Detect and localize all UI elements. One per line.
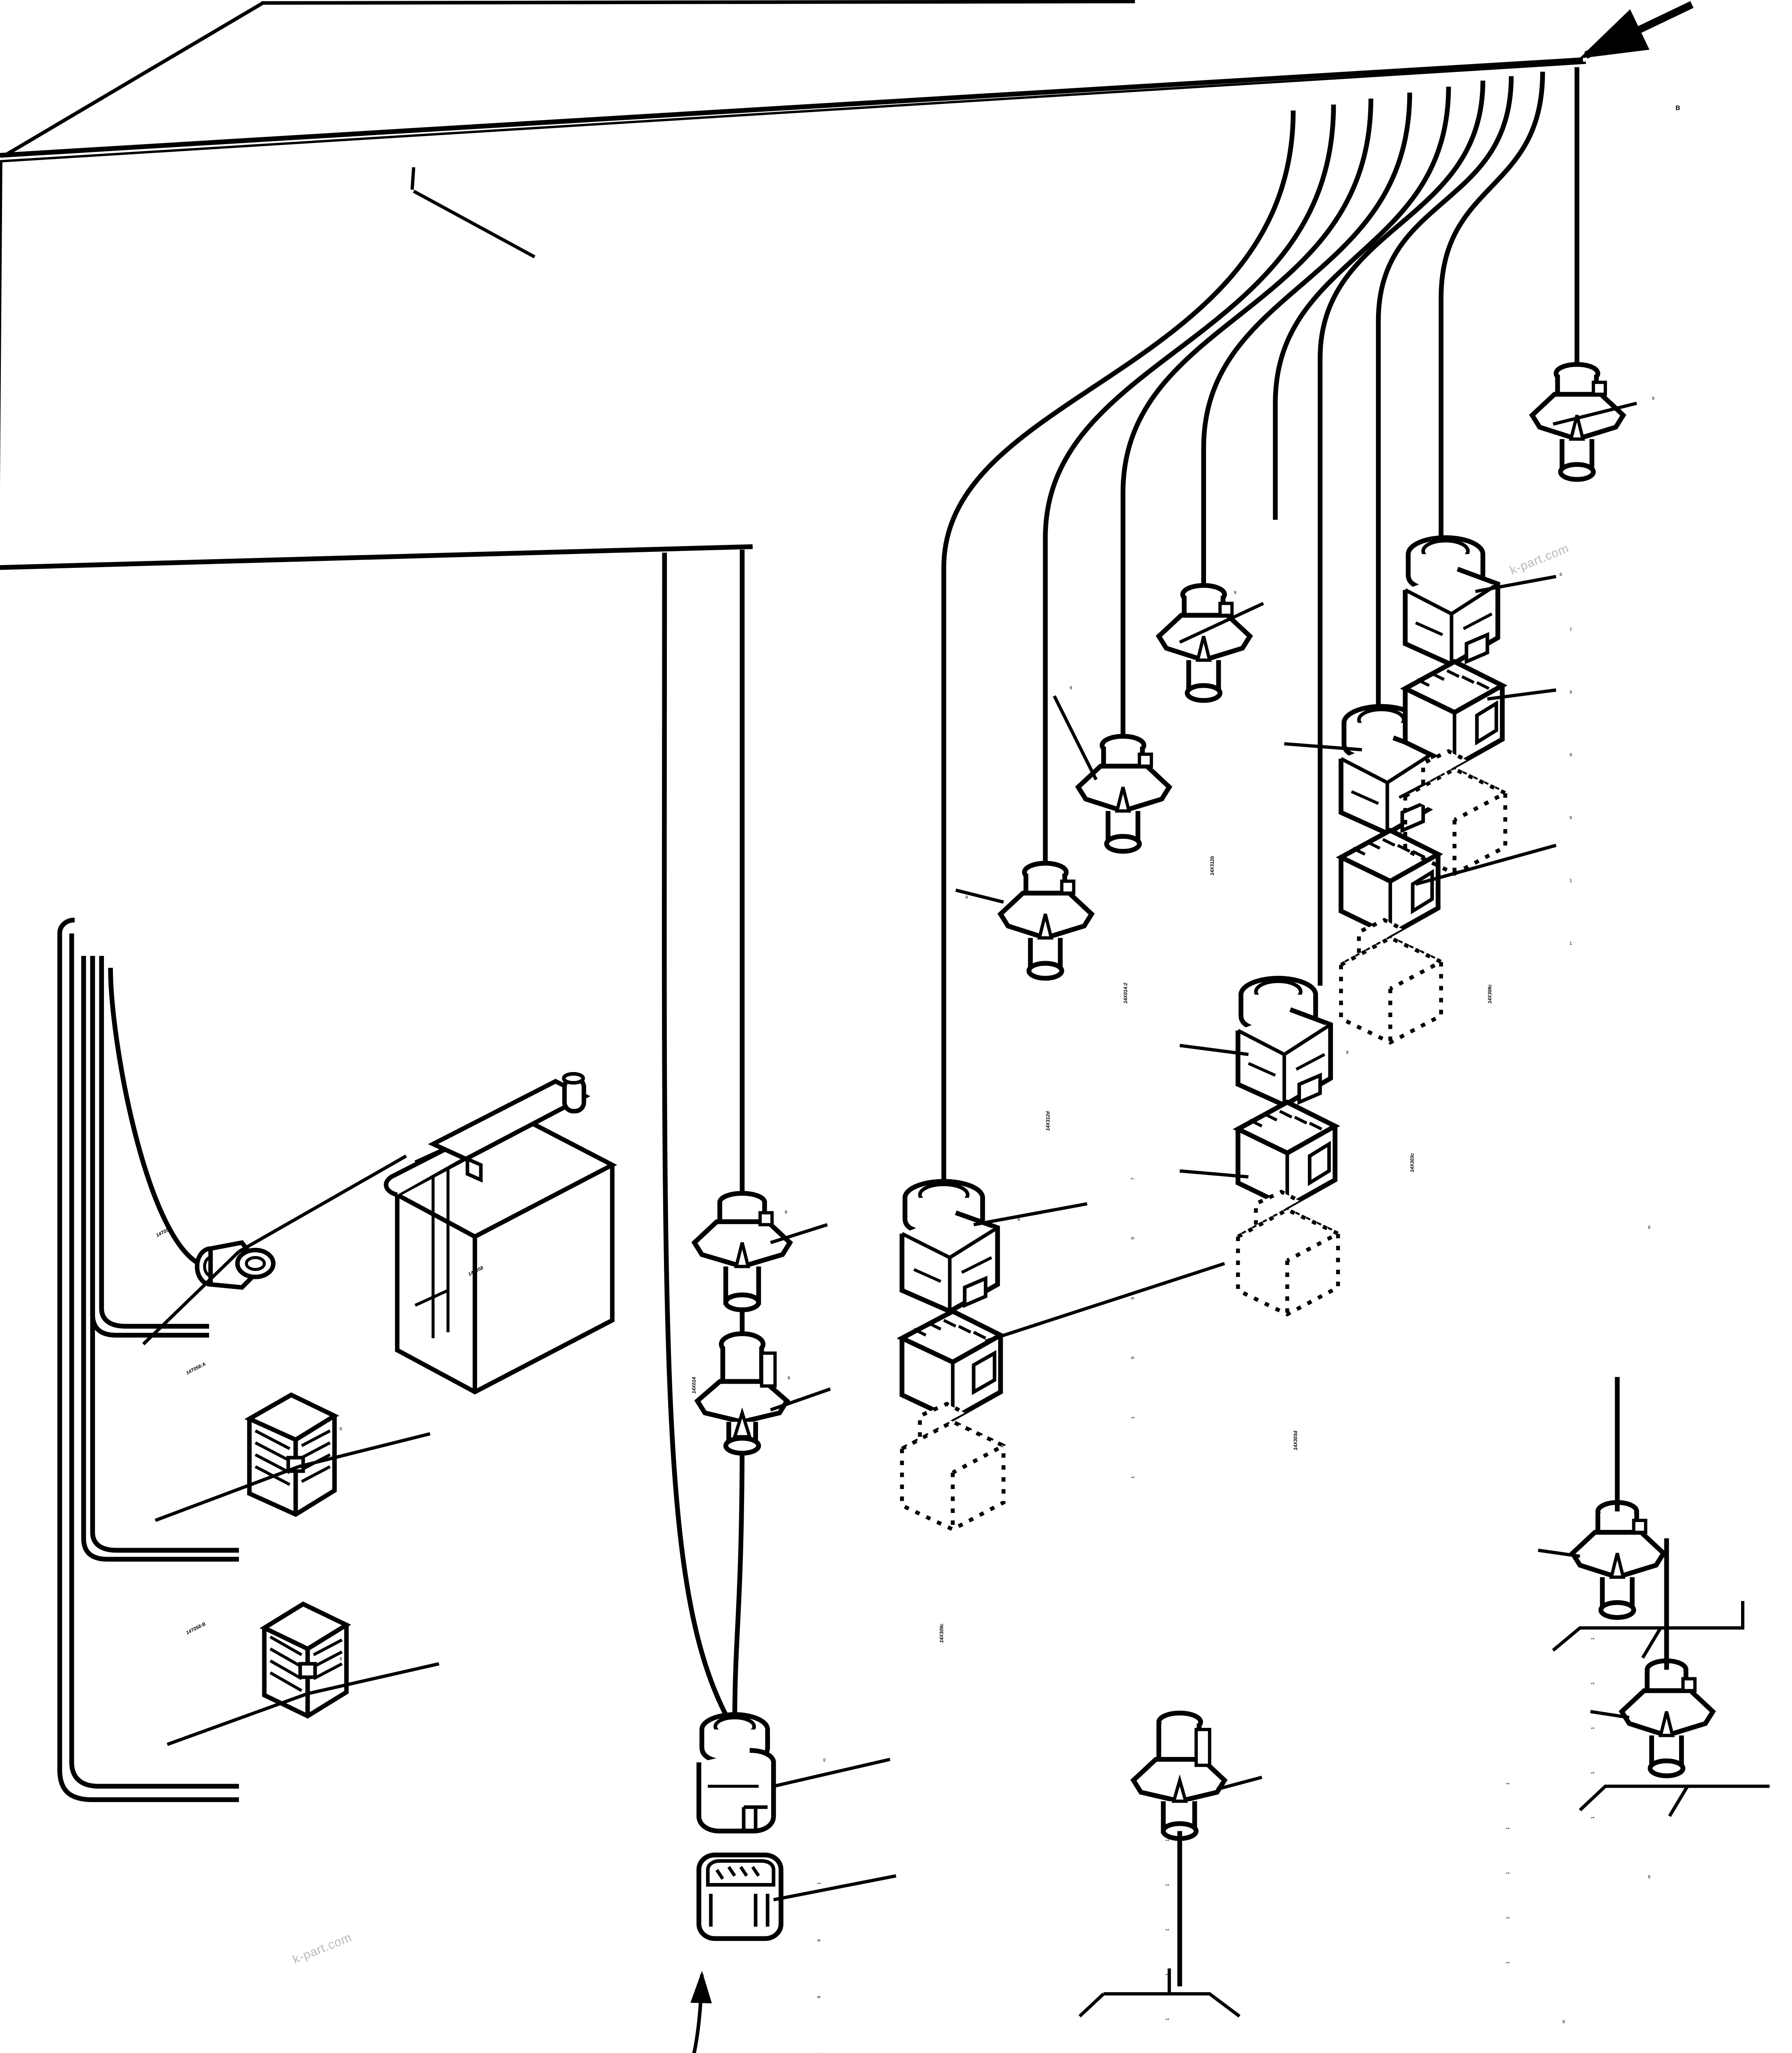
callout-14x312d: 6 (965, 894, 968, 899)
inset-right-upper-number: 1 (1590, 1637, 1596, 1640)
callout-14x309c-a: 9 (1130, 1237, 1135, 1240)
callout-14x309c-b: 9 (1130, 1297, 1135, 1300)
label-14x309c: 14X309c (939, 1624, 945, 1643)
connector-14x014-2 (1075, 734, 1172, 854)
callout-14t058-b: 8 (339, 1656, 342, 1661)
callout-14t058-terminal: 6 (1647, 1224, 1650, 1229)
inset-bottom-right-number: 1 (1505, 1827, 1510, 1830)
inset-right-upper-number: 1 (1590, 1727, 1596, 1730)
callout-14ab144-a: 1 (817, 1882, 822, 1885)
label-14x308c: 14X308c (1487, 984, 1493, 1004)
label-14x014-2: 14X014:2 (1123, 983, 1128, 1004)
connector-14x014-upper (691, 1191, 793, 1312)
label-14x303c: 14X303c (1410, 1153, 1415, 1173)
inset-bottom-center (1078, 1711, 1263, 2018)
inset-bottom-right-number: 1 (1505, 1872, 1510, 1874)
connector-14x309c (896, 1179, 1008, 1532)
connector-14x014-lower (694, 1331, 790, 1456)
inset-bottom-center-number: 1 (1165, 2018, 1170, 2021)
connector-14x303d (1233, 976, 1343, 1317)
inset-bottom-center-number: 1 (1165, 1883, 1170, 1887)
callout-top-right: 6 (1652, 395, 1655, 400)
left-harness-loop (57, 917, 239, 1802)
label-14x312b: 14X312b (1209, 856, 1215, 875)
imu-install-arrow (623, 1970, 712, 2053)
callout-14x308c-1b: 1 (1569, 941, 1572, 946)
connector-14x312d (997, 861, 1095, 981)
callout-14x309c-top: 8 (1017, 1217, 1020, 1222)
connector-14x303c (1336, 704, 1445, 1045)
connector-14t058-b (260, 1601, 352, 1719)
callout-14x014-lower: 6 (787, 1375, 790, 1380)
inset-bottom-center-number: 1 (1165, 1839, 1170, 1842)
inset-right-upper-number: 1 (1590, 1772, 1596, 1775)
inset-bottom-right-number: 1 (1505, 1916, 1510, 1920)
ring-terminal-14t058 (195, 1240, 276, 1290)
inset-right-upper-label: 6 (1647, 1874, 1650, 1879)
callout-14x312b: 6 (1234, 589, 1237, 595)
inset-bottom-right-number: 1 (1505, 1961, 1510, 1964)
connector-14x312b (1156, 583, 1253, 703)
connector-14ab144 (696, 1712, 783, 1941)
inset-bottom-right-number: 1 (1505, 1782, 1510, 1785)
inset-right-upper-number: 1 (1590, 1816, 1596, 1819)
callout-14x308c-9a: 9 (1569, 690, 1572, 695)
connector-14t058-a (244, 1392, 339, 1517)
callout-14ab144-c: 9 (817, 1996, 822, 1998)
callout-14ab144-b: 9 (817, 1939, 822, 1942)
connector-top-right (1529, 362, 1627, 482)
callout-14x309c-d: 1 (1130, 1416, 1135, 1419)
callout-14x014-2: 6 (1069, 685, 1073, 690)
label-14x014: 14X014 (691, 1377, 697, 1394)
main-trunk (0, 0, 1586, 570)
inset-right-upper-number: 1 (1590, 1682, 1596, 1685)
connector-14x308c (1400, 535, 1510, 876)
callout-14x308c-top: 8 (1559, 572, 1562, 577)
callout-14ab144-top: 3 (823, 1757, 826, 1763)
inset-right-upper (1578, 1538, 1770, 1817)
label-section-b: B (1675, 104, 1680, 112)
inset-bottom-center-number: 1 (1165, 1928, 1170, 1931)
ecu-box-14t058 (384, 1072, 617, 1395)
section-b-arrow (1579, 1, 1694, 59)
callout-14x308c-1a: 1 (1569, 878, 1572, 883)
leader-lines (142, 402, 1637, 1901)
label-14x303d: 14X303d (1293, 1431, 1299, 1450)
inset-bottom-center-number: 1 (1165, 1973, 1170, 1976)
callout-14x308c-7: 7 (1569, 627, 1572, 632)
inset-bottom-right-label: 6 (1562, 2019, 1565, 2024)
callout-14x308c-9b: 9 (1569, 753, 1572, 758)
callout-14x308c-9c: 9 (1569, 815, 1572, 821)
callout-14x309c-e: 1 (1130, 1476, 1135, 1479)
label-14x312d: 14X312d (1045, 1111, 1051, 1131)
branch-wires (662, 67, 1580, 1725)
callout-14x303d: 8 (1346, 1049, 1349, 1054)
callout-14t058-a: 8 (339, 1426, 342, 1431)
callout-14x014-upper: 6 (784, 1209, 787, 1215)
callout-14x309c-c: 9 (1130, 1356, 1135, 1359)
inset-bottom-right (1538, 1377, 1744, 1659)
callout-14x309c-mid: 7 (1130, 1177, 1135, 1180)
